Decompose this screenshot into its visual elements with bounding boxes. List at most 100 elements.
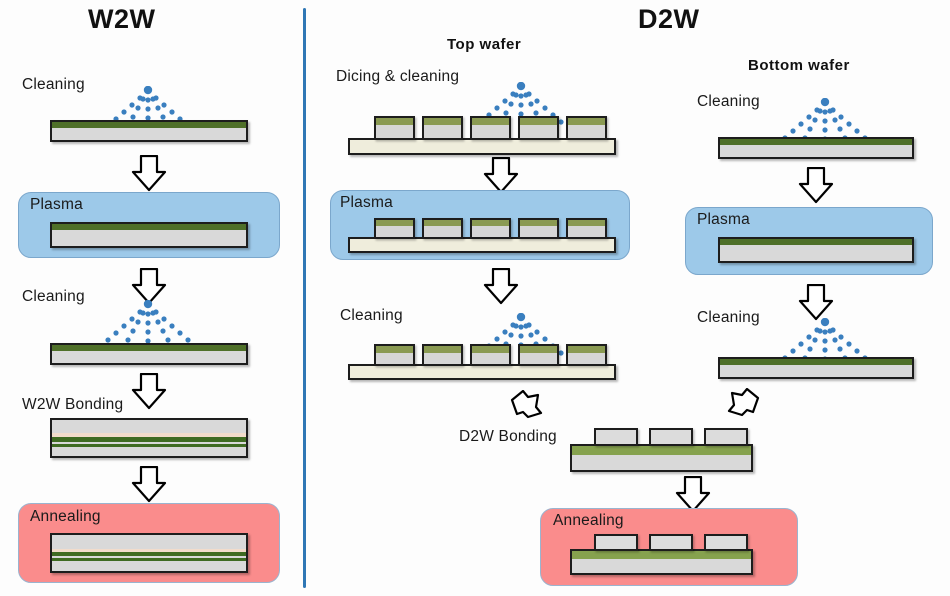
- d2w-bottom-step-label-plasma: Plasma: [697, 211, 750, 228]
- w2w-step-label-annealing: Annealing: [30, 508, 101, 525]
- d2w-cleaning-carrier-tape: [348, 364, 616, 380]
- d2w-bonded-die: [649, 428, 693, 446]
- d2w-bottom-step-label-cleaning-2: Cleaning: [697, 309, 760, 326]
- arrow-down-icon: [798, 167, 834, 204]
- die-film-layer: [568, 220, 605, 226]
- arrow-down-icon: [798, 284, 834, 321]
- d2w-die: [470, 218, 511, 239]
- die-film-layer: [472, 118, 509, 125]
- die-film-layer: [424, 118, 461, 125]
- d2w-dicing-carrier-tape: [348, 138, 616, 155]
- d2w-bottom-wafer-cleaning-2: [718, 357, 914, 379]
- die-film-layer: [520, 118, 557, 125]
- w2w-bonded-stack: [50, 418, 248, 458]
- d2w-die: [518, 344, 559, 366]
- wafer-body-layer: [52, 128, 246, 140]
- d2w-plasma-carrier-tape: [348, 237, 616, 253]
- die-film-layer: [520, 220, 557, 226]
- stack-bond-layer-1: [52, 552, 246, 556]
- arrow-diagonal-down-left-icon: [727, 388, 760, 417]
- d2w-die: [422, 116, 463, 140]
- stack-bond-layer-2: [52, 444, 246, 447]
- d2w-annealed-die: [649, 534, 693, 551]
- d2w-bottom-wafer-cleaning-1: [718, 137, 914, 159]
- stack-interface: [52, 549, 246, 552]
- arrow-diagonal-down-right-icon: [510, 390, 543, 419]
- d2w-bonding-base-wafer: [570, 444, 753, 472]
- stack-interface: [52, 433, 246, 437]
- die-film-layer: [568, 346, 605, 353]
- d2w-die: [566, 218, 607, 239]
- w2w-step-label-cleaning-1: Cleaning: [22, 76, 85, 93]
- arrow-down-icon: [483, 268, 519, 305]
- wafer-body-layer: [572, 559, 751, 573]
- d2w-annealed-base-wafer: [570, 549, 753, 575]
- d2w-die: [470, 116, 511, 140]
- d2w-die: [374, 344, 415, 366]
- d2w-top-step-label-cleaning: Cleaning: [340, 307, 403, 324]
- stack-bond-gap: [52, 442, 246, 444]
- wafer-film-layer: [720, 359, 912, 365]
- d2w-die: [422, 344, 463, 366]
- arrow-down-icon: [131, 155, 167, 192]
- d2w-die: [374, 218, 415, 239]
- d2w-top-step-label-plasma: Plasma: [340, 194, 393, 211]
- wafer-body-layer: [572, 455, 751, 470]
- die-film-layer: [568, 118, 605, 125]
- wafer-film-layer: [720, 139, 912, 145]
- wafer-body-layer: [52, 351, 246, 363]
- d2w-die: [518, 116, 559, 140]
- w2w-wafer-cleaning-2: [50, 343, 248, 365]
- wafer-body-layer: [720, 245, 912, 261]
- stack-bond-gap: [52, 556, 246, 558]
- d2w-top-step-label-dicing: Dicing & cleaning: [336, 68, 460, 85]
- stack-bottom-wafer: [52, 447, 246, 456]
- stack-bottom-wafer: [52, 561, 246, 571]
- wafer-film-layer: [572, 551, 751, 559]
- stack-top-wafer: [52, 535, 246, 549]
- die-film-layer: [376, 118, 413, 125]
- die-film-layer: [376, 346, 413, 353]
- w2w-wafer-plasma: [50, 222, 248, 248]
- column-divider: [303, 8, 306, 588]
- w2w-title: W2W: [88, 4, 156, 34]
- d2w-bottom-step-label-cleaning-1: Cleaning: [697, 93, 760, 110]
- arrow-down-icon: [131, 466, 167, 503]
- d2w-annealed-die: [704, 534, 748, 551]
- stack-top-wafer: [52, 420, 246, 433]
- w2w-step-label-bonding: W2W Bonding: [22, 396, 124, 413]
- w2w-step-label-plasma: Plasma: [30, 196, 83, 213]
- wafer-film-layer: [52, 345, 246, 351]
- d2w-die: [374, 116, 415, 140]
- wafer-film-layer: [572, 446, 751, 455]
- d2w-annealing-label: Annealing: [553, 512, 624, 529]
- wafer-body-layer: [720, 145, 912, 157]
- d2w-bonded-die: [594, 428, 638, 446]
- d2w-die: [518, 218, 559, 239]
- arrow-down-icon: [483, 157, 519, 194]
- d2w-annealed-die: [594, 534, 638, 551]
- wafer-body-layer: [720, 365, 912, 377]
- d2w-bottom-wafer-plasma: [718, 237, 914, 263]
- die-film-layer: [520, 346, 557, 353]
- d2w-die: [422, 218, 463, 239]
- stack-bond-layer-1: [52, 437, 246, 442]
- spray-nozzle-icon: [105, 300, 191, 344]
- w2w-annealed-stack: [50, 533, 248, 573]
- d2w-bonded-die: [704, 428, 748, 446]
- d2w-die: [566, 344, 607, 366]
- wafer-body-layer: [52, 230, 246, 246]
- die-film-layer: [424, 346, 461, 353]
- stack-bond-layer-2: [52, 558, 246, 561]
- arrow-down-icon: [131, 373, 167, 410]
- die-film-layer: [376, 220, 413, 226]
- bottom-wafer-title: Bottom wafer: [748, 57, 850, 74]
- d2w-die: [566, 116, 607, 140]
- die-film-layer: [424, 220, 461, 226]
- w2w-step-label-cleaning-2: Cleaning: [22, 288, 85, 305]
- wafer-film-layer: [52, 122, 246, 128]
- wafer-film-layer: [720, 239, 912, 245]
- die-film-layer: [472, 346, 509, 353]
- d2w-bonding-label: D2W Bonding: [459, 428, 557, 445]
